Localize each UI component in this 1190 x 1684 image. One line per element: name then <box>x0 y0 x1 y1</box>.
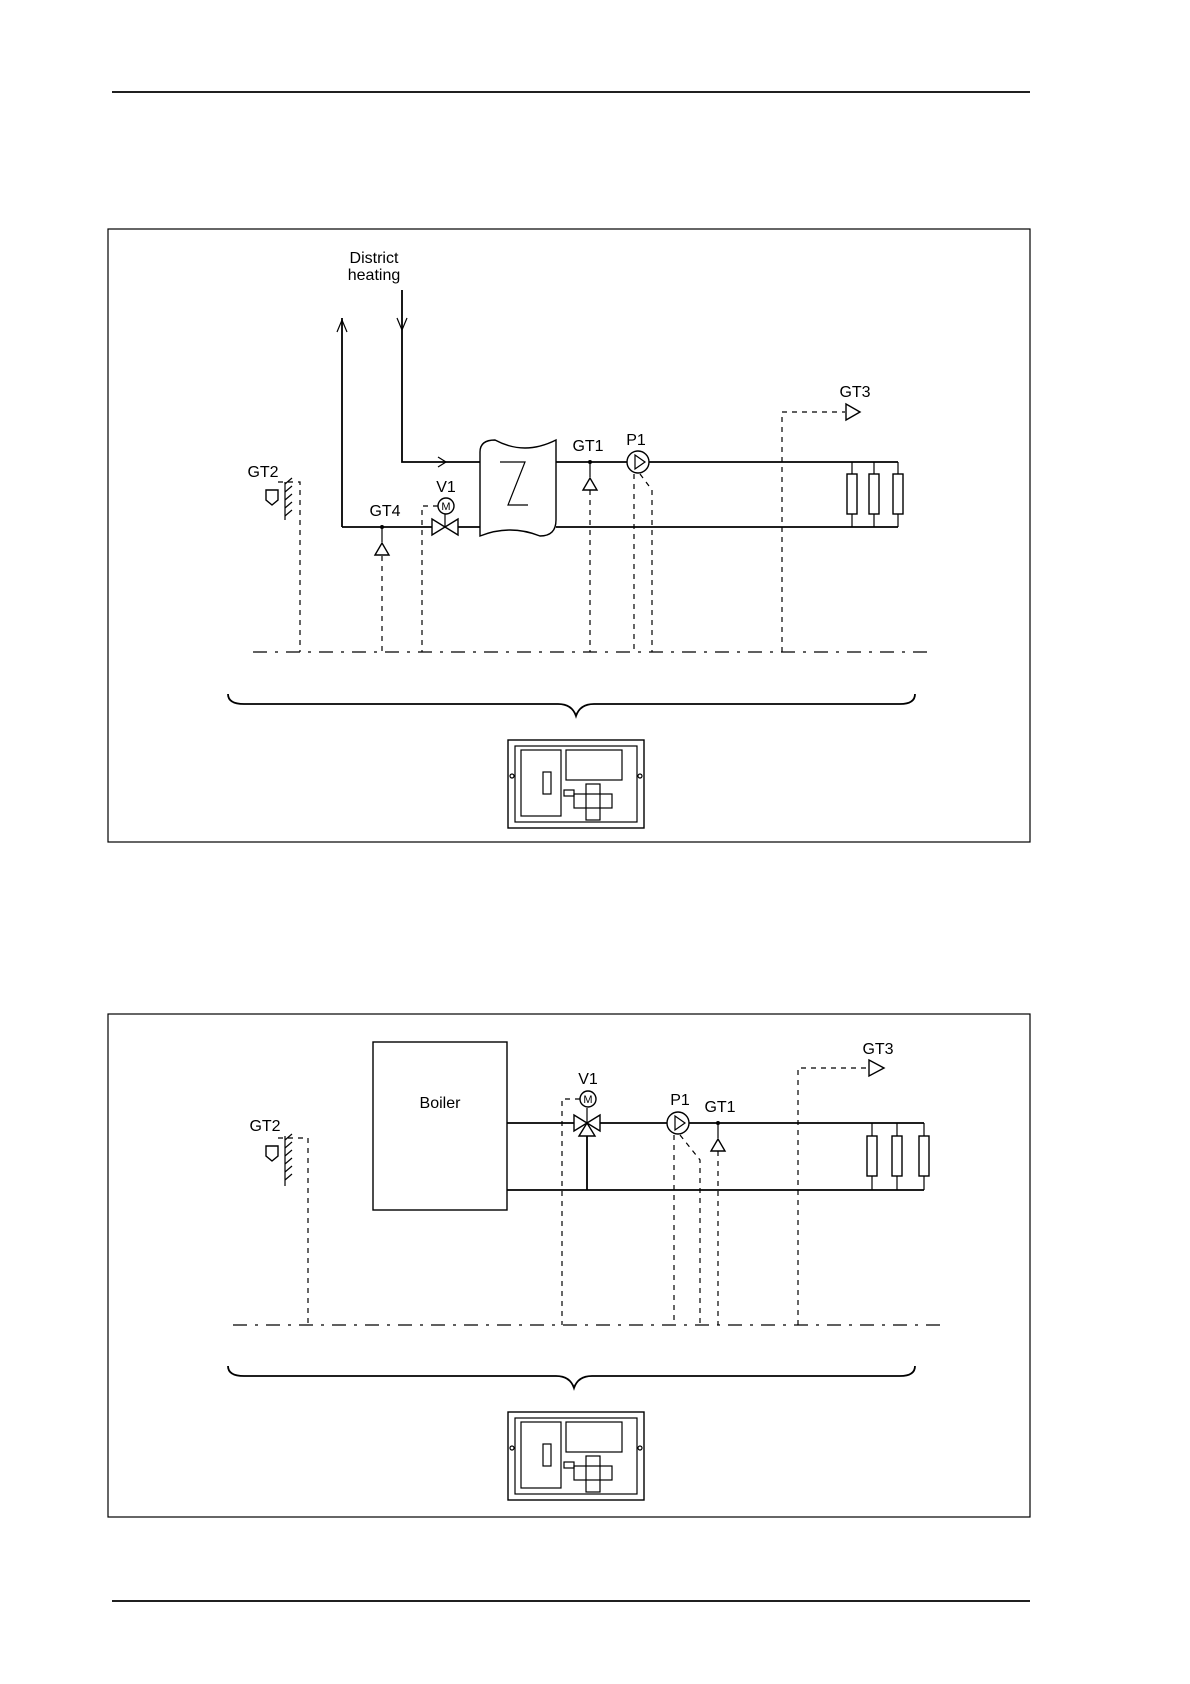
district-label-line1: District <box>350 250 399 267</box>
sensor-gt2-2: GT2 <box>249 1118 308 1325</box>
sensor-gt1: GT1 <box>572 438 603 490</box>
diagram-boiler: Boiler M V1 P1 GT1 <box>108 1014 1030 1517</box>
v1-label: V1 <box>436 479 456 496</box>
gt3-label: GT3 <box>839 384 870 401</box>
controller-unit-2 <box>508 1412 644 1500</box>
pump-p1-2: P1 <box>667 1092 690 1134</box>
radiator-3 <box>893 474 903 514</box>
heat-exchanger <box>480 440 556 536</box>
radiator2-1 <box>867 1136 877 1176</box>
valve-v1: M V1 <box>432 479 458 535</box>
boiler-label: Boiler <box>420 1095 462 1112</box>
v1-signal-2 <box>562 1099 580 1325</box>
valve-right-icon <box>445 519 458 535</box>
valve-v1-3way: M V1 <box>574 1071 600 1136</box>
v1-label-2: V1 <box>578 1071 598 1088</box>
motor2-label: M <box>583 1094 592 1106</box>
sensor-gt1-icon <box>583 478 597 490</box>
room-sensor-2-icon <box>869 1060 884 1076</box>
p1-signal-2b <box>680 1135 700 1325</box>
boiler <box>373 1042 507 1210</box>
outdoor-sensor-2-icon <box>266 1146 278 1161</box>
radiator-2 <box>869 474 879 514</box>
controller-unit <box>508 740 644 828</box>
gt4-label: GT4 <box>369 503 400 520</box>
radiator-1 <box>847 474 857 514</box>
gt2-label-2: GT2 <box>249 1118 280 1135</box>
p1-signal-b <box>640 474 652 652</box>
p1-label: P1 <box>626 432 646 449</box>
sensor-gt2: GT2 <box>247 464 300 652</box>
radiators-2 <box>867 1123 929 1190</box>
sensor-gt1-2: GT1 <box>704 1099 735 1151</box>
pump-p1: P1 <box>626 432 649 473</box>
room-sensor-icon <box>846 404 860 420</box>
district-label-line2: heating <box>348 267 401 284</box>
outdoor-sensor-icon <box>266 490 278 505</box>
valve-left-icon <box>432 519 445 535</box>
sensor-gt4: GT4 <box>369 503 400 555</box>
dh-supply-pipe <box>402 290 480 462</box>
sensor-gt1-2-icon <box>711 1139 725 1151</box>
diagram-district-heating: District heating M V1 <box>108 229 1030 842</box>
gt2-label: GT2 <box>247 464 278 481</box>
brace <box>228 694 915 716</box>
gt1-label-2: GT1 <box>704 1099 735 1116</box>
gt1-label: GT1 <box>572 438 603 455</box>
sensor-gt3-2: GT3 <box>798 1041 894 1325</box>
gt3-label-2: GT3 <box>862 1041 893 1058</box>
radiators <box>847 462 903 527</box>
brace-2 <box>228 1366 915 1388</box>
p1-label-2: P1 <box>670 1092 690 1109</box>
sensor-gt4-icon <box>375 543 389 555</box>
motor-label: M <box>441 501 450 513</box>
radiator2-3 <box>919 1136 929 1176</box>
sensor-gt3: GT3 <box>782 384 871 652</box>
radiator2-2 <box>892 1136 902 1176</box>
